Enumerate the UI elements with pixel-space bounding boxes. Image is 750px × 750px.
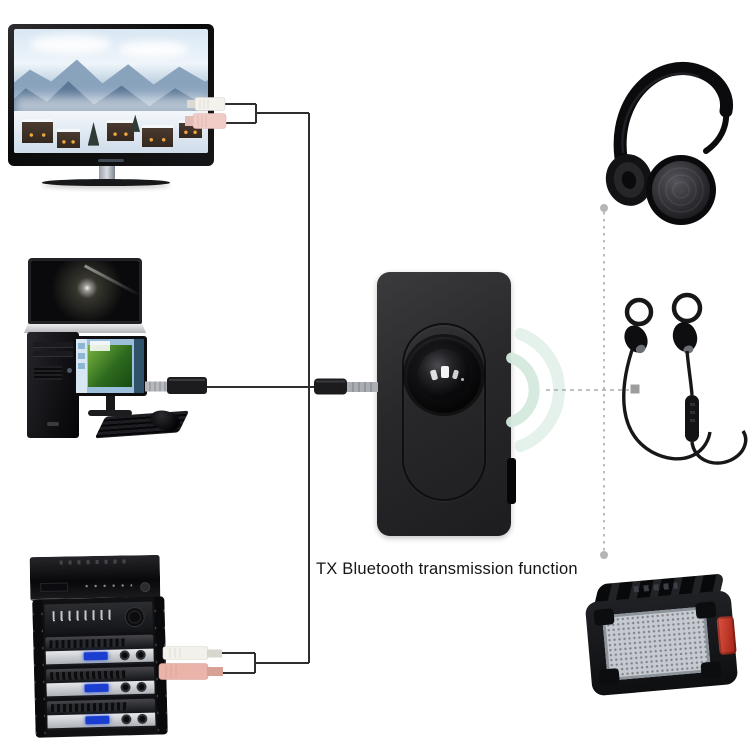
earbuds-ear-hooks (624, 292, 703, 327)
link-endpoint-square (630, 384, 640, 394)
tv-scene-tree (87, 122, 100, 146)
tv-scene-house (142, 125, 174, 147)
tower-drive-bay (33, 351, 73, 357)
transmitter-groove (402, 323, 486, 501)
cable-lines (206, 103, 314, 674)
earbud-left (624, 325, 648, 354)
monitor-panel (134, 339, 144, 393)
tv-plug-white (187, 97, 226, 111)
amplifier-cable (222, 652, 309, 674)
amp-plug-white (162, 646, 222, 660)
monitor-thumbnail (78, 353, 85, 359)
link-endpoint-dot (600, 204, 608, 212)
monitor-thumbnail (78, 343, 85, 349)
monitor-stand-neck (106, 396, 115, 411)
earbuds-cable (622, 349, 748, 465)
tv-stand-base (42, 179, 170, 186)
monitor-window (90, 341, 110, 351)
tv-illustration (8, 24, 214, 166)
monitor-thumbnail (78, 363, 85, 369)
earbuds-illustration (622, 292, 748, 465)
amp-plug-red (158, 663, 223, 680)
link-endpoint-dot (600, 551, 608, 559)
tv-scene-house (107, 120, 135, 141)
bluetooth-transmitter-illustration (377, 272, 516, 536)
laptop-screen (31, 261, 139, 321)
transmitter-lens-ring (406, 337, 482, 413)
wireless-link-lines (546, 204, 640, 559)
tv-scene-house (56, 128, 80, 149)
tv-plug-pink (185, 113, 227, 129)
tv-stand-neck (99, 166, 115, 180)
tv-screen-winter-scene (14, 29, 208, 153)
tv-scene-cloud (29, 35, 111, 54)
lens-highlight (461, 378, 464, 381)
tower-vent (34, 366, 62, 380)
aux-plug (314, 378, 378, 395)
earbud-right (672, 322, 698, 354)
headphones-illustration (605, 61, 734, 225)
desktop-tower-illustration (27, 332, 79, 438)
aux-adapter (145, 377, 207, 394)
monitor-illustration (73, 336, 147, 396)
tower-power-led (67, 368, 72, 373)
headphones-band (613, 61, 734, 179)
tv-scene-tree (130, 114, 141, 132)
headphones-left-earcup (605, 154, 653, 206)
monitor-screen (76, 339, 144, 393)
laptop-illustration (28, 258, 142, 324)
earbuds-inline-remote (685, 395, 699, 442)
tv-cable (224, 103, 309, 124)
transmitter-side-switch (507, 458, 516, 504)
tv-scene-cloud (118, 41, 189, 58)
tower-logo (47, 422, 59, 426)
tv-logo (98, 159, 124, 162)
lens-highlight (441, 366, 449, 378)
caption-text: TX Bluetooth transmission function (316, 560, 578, 578)
headphones-right-earcup (646, 155, 716, 225)
transmitter-lens-button (418, 349, 470, 401)
tv-scene-house (21, 119, 53, 144)
wireless-wave-icon (506, 328, 565, 452)
monitor-photo (88, 345, 132, 387)
tower-drive-bay (33, 342, 73, 348)
monitor-stand-base (88, 410, 132, 416)
laptop-base (24, 324, 146, 333)
